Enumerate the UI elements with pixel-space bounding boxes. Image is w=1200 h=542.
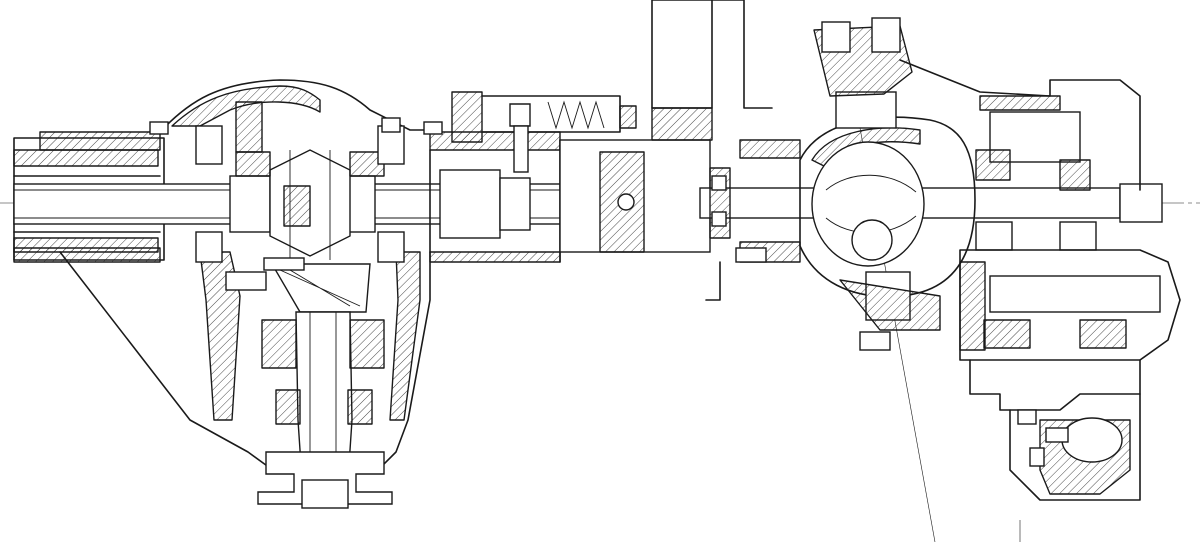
- wheel-hub: [899, 59, 1181, 411]
- differential-gears: [195, 125, 405, 313]
- steering-knuckle: [799, 17, 976, 351]
- pinion-shaft: [257, 311, 393, 509]
- brake-caliper: [1009, 393, 1141, 501]
- center-tube: [559, 0, 773, 253]
- locking-actuator: [451, 91, 637, 173]
- housing-bolts: [149, 117, 443, 291]
- differential-housing: [59, 79, 561, 469]
- left-axle-tube: [13, 131, 165, 263]
